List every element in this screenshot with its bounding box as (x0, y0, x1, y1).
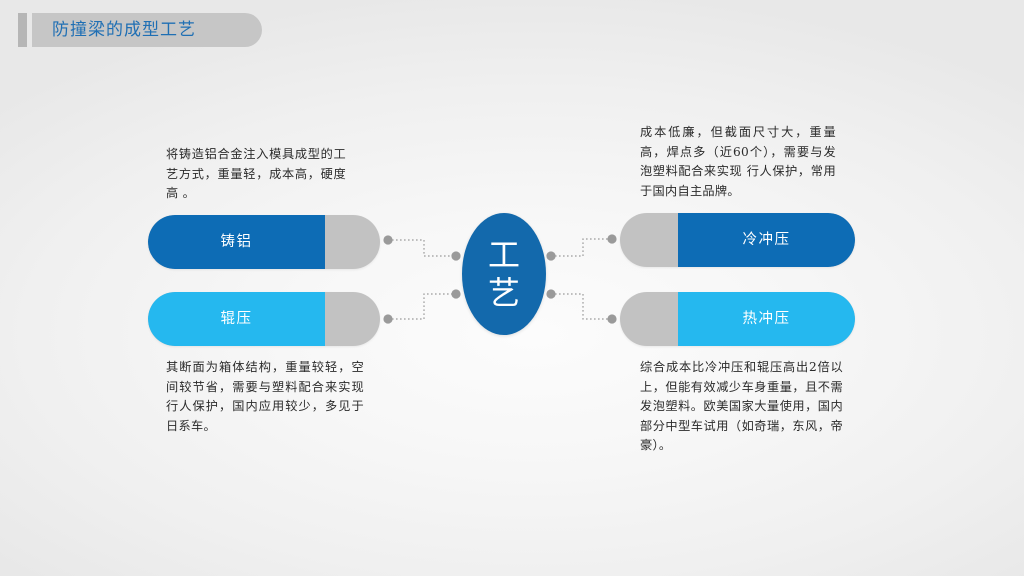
connector-dot-cast-end (383, 235, 393, 245)
description-hot-stamping: 综合成本比冷冲压和辊压高出2倍以上，但能有效减少车身重量，且不需发泡塑料。欧美国… (640, 360, 843, 452)
pill-label-hot-stamping: 热冲压 (742, 311, 791, 327)
node-pill-hot-stamping[interactable]: 热冲压 (620, 292, 855, 346)
node-pill-cast-aluminum[interactable]: 铸铝 (148, 215, 380, 269)
connector-dot-center-left-bottom (451, 289, 461, 299)
connector-dot-center-left-top (451, 251, 461, 261)
pill-label-cold-stamping: 冷冲压 (742, 232, 791, 248)
title-plate (32, 13, 262, 47)
slide-title-banner: 防撞梁的成型工艺 (18, 13, 262, 47)
connector-line-roll (388, 293, 456, 320)
connector-line-cast (388, 239, 456, 257)
description-cold-stamping: 成本低廉，但截面尺寸大，重量高，焊点多（近60个），需要与发泡塑料配合来实现 行… (640, 125, 836, 198)
node-pill-roll-forming[interactable]: 辊压 (148, 292, 380, 346)
pill-label-cast-aluminum: 铸铝 (220, 234, 253, 250)
pill-fill-roll-forming (148, 292, 325, 346)
connector-dot-center-right-bottom (546, 289, 556, 299)
connector-dot-hotstamp-end (607, 314, 617, 324)
page-title: 防撞梁的成型工艺 (52, 20, 196, 40)
center-node-char-1: 工 (487, 236, 520, 274)
center-node-label: 工 艺 (462, 213, 546, 335)
connector-line-coldstamp (551, 238, 612, 257)
pill-fill-cold-stamping (678, 213, 855, 267)
pill-label-roll-forming: 辊压 (220, 311, 253, 327)
center-node-process[interactable]: 工 艺 (462, 213, 546, 335)
connector-line-hotstamp (551, 293, 612, 320)
pill-fill-cast-aluminum (148, 215, 325, 269)
connector-dot-roll-end (383, 314, 393, 324)
description-cast-aluminum: 将铸造铝合金注入模具成型的工艺方式，重量轻，成本高，硬度高 。 (166, 147, 346, 200)
title-accent-bar (18, 13, 27, 47)
center-node-char-2: 艺 (487, 274, 520, 312)
pill-fill-hot-stamping (678, 292, 855, 346)
description-roll-forming: 其断面为箱体结构，重量较轻，空间较节省，需要与塑料配合来实现行人保护，国内应用较… (166, 360, 364, 433)
node-pill-cold-stamping[interactable]: 冷冲压 (620, 213, 855, 267)
connector-dot-center-right-top (546, 251, 556, 261)
connector-dot-coldstamp-end (607, 234, 617, 244)
